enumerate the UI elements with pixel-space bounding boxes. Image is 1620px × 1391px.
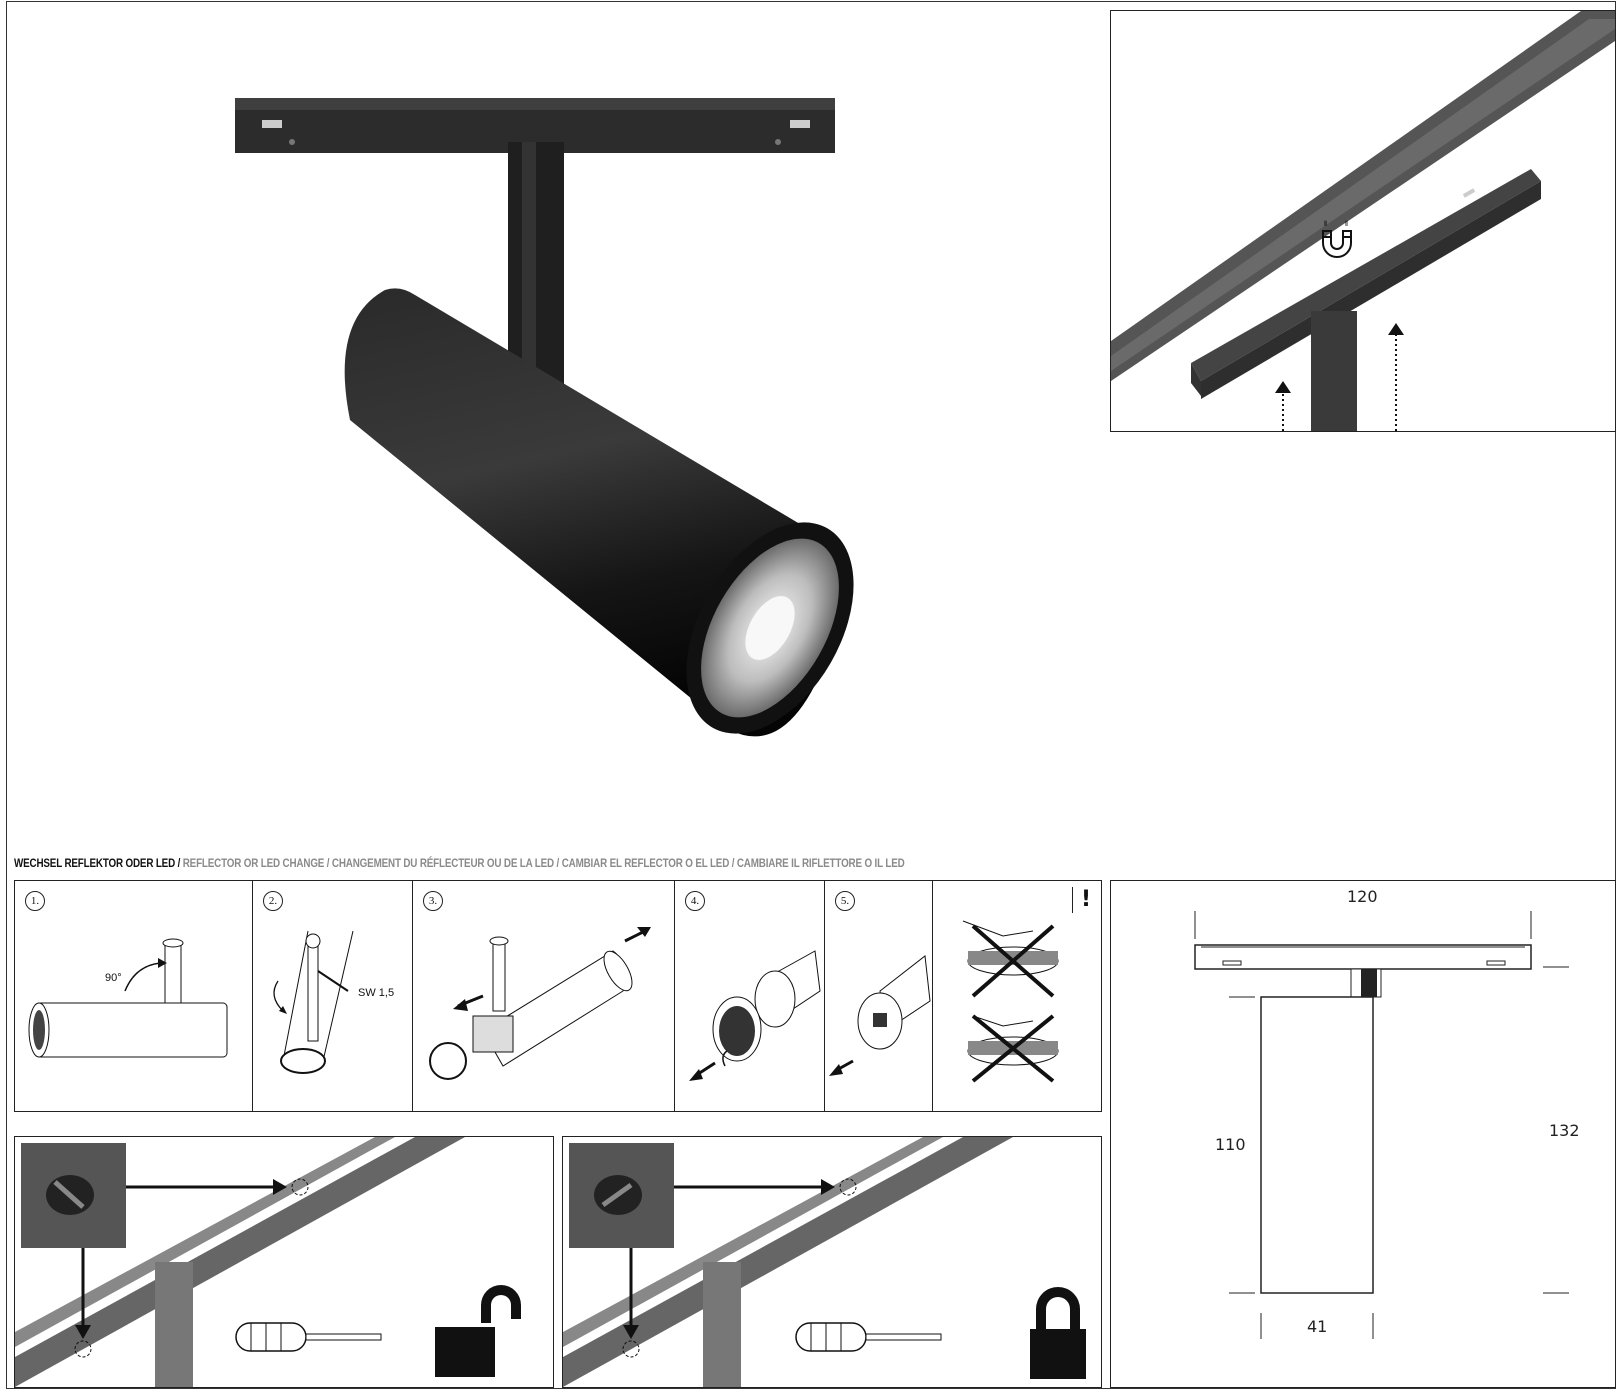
step-number: 2. <box>263 891 283 911</box>
dimension-width-label: 120 <box>1347 887 1378 906</box>
track-spotlight-illustration <box>235 98 854 737</box>
screwdriver-icon <box>795 1322 942 1352</box>
section-heading: WECHSEL REFLEKTOR ODER LED / REFLECTOR O… <box>14 856 905 870</box>
step-number: 1. <box>25 891 45 911</box>
step-number: 3. <box>423 891 443 911</box>
dimension-body-height-label: 110 <box>1215 1135 1246 1154</box>
step-number: 5. <box>835 891 855 911</box>
step-warning: ! <box>933 881 1101 1111</box>
step-4: 4. <box>675 881 825 1111</box>
lock-closed-icon <box>1030 1287 1086 1379</box>
dimension-diameter-label: 41 <box>1307 1317 1328 1336</box>
step-2: 2. SW 1,5 <box>253 881 413 1111</box>
hex-key-size-label: SW 1,5 <box>358 987 394 999</box>
dimension-total-height-label: 132 <box>1549 1121 1580 1140</box>
unlock-panel <box>14 1136 554 1388</box>
step-number: 4. <box>685 891 705 911</box>
steps-strip: 1. 90° 2. SW 1,5 3. <box>14 880 1102 1112</box>
magnetic-mount-panel: ⦀ ⦀ <box>1110 10 1616 432</box>
step-1: 1. 90° <box>15 881 253 1111</box>
svg-text:⦀: ⦀ <box>1324 220 1327 228</box>
heading-primary: WECHSEL REFLEKTOR ODER LED / <box>14 856 181 870</box>
lock-open-icon <box>435 1285 521 1377</box>
magnet-icon: ⦀ ⦀ <box>1322 220 1352 258</box>
lock-panel <box>562 1136 1102 1388</box>
dimension-drawing-panel: 120 110 132 41 <box>1110 880 1616 1388</box>
warning-mark: ! <box>1071 887 1091 913</box>
step-3: 3. <box>413 881 675 1111</box>
screwdriver-icon <box>235 1322 382 1352</box>
svg-text:⦀: ⦀ <box>1345 220 1348 228</box>
step-5: 5. <box>825 881 933 1111</box>
rotation-angle-label: 90° <box>105 972 122 984</box>
heading-secondary: REFLECTOR OR LED CHANGE / CHANGEMENT DU … <box>182 856 905 870</box>
